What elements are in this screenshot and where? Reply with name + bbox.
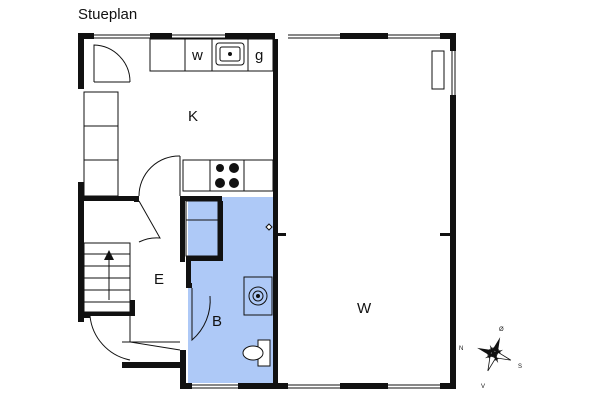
doors	[89, 44, 211, 361]
kitchen-sink	[215, 42, 245, 66]
plan-title: Stueplan	[78, 6, 138, 23]
room-label-kitchen: K	[188, 108, 198, 125]
compass-north: N	[459, 346, 463, 352]
stair-arrow	[104, 250, 114, 260]
room-label-living: W	[357, 300, 372, 317]
compass-south: S	[518, 364, 522, 370]
dryer-label: g	[255, 47, 263, 64]
compass-east: Ø	[499, 327, 504, 333]
staircase	[83, 242, 131, 313]
bathroom-cabinet	[185, 200, 219, 257]
drain-marker	[265, 223, 273, 231]
kitchen-counters	[149, 38, 445, 192]
interior-walls	[84, 39, 450, 388]
compass-west: V	[481, 384, 485, 390]
outer-walls	[78, 33, 456, 389]
wardrobe	[83, 91, 119, 197]
bathroom-sink	[243, 276, 273, 316]
room-label-entrance: E	[154, 271, 164, 288]
compass-icon	[477, 337, 512, 372]
windows	[94, 34, 456, 389]
stove	[215, 163, 239, 188]
toilet	[242, 339, 271, 367]
washer-label: w	[191, 47, 203, 64]
room-label-bathroom: B	[212, 313, 222, 330]
